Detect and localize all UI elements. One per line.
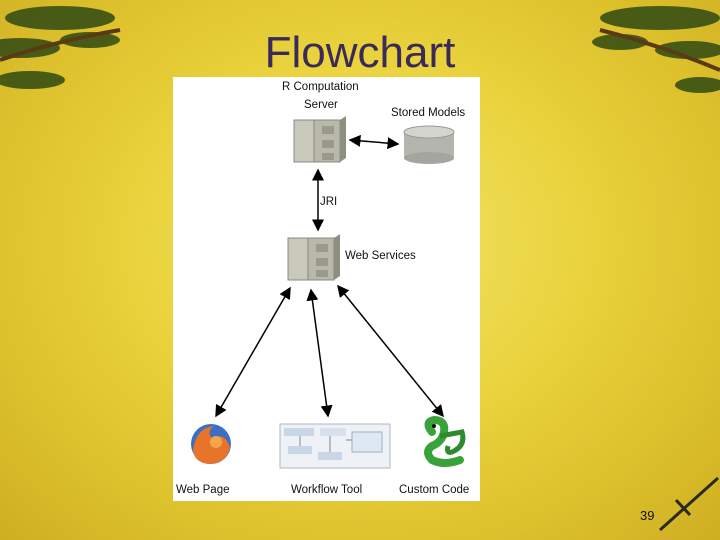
page-number: 39 bbox=[640, 508, 655, 523]
r-server-label-line2: Server bbox=[304, 99, 338, 111]
r-server-icon bbox=[293, 116, 346, 163]
edge-server-to-models bbox=[348, 134, 400, 150]
edge-webservices-to-workflow bbox=[306, 288, 333, 418]
edge-webservices-to-webpage bbox=[215, 286, 291, 418]
stored-models-label: Stored Models bbox=[391, 107, 466, 119]
edge-webservices-to-customcode bbox=[337, 284, 444, 418]
workflow-tool-label: Workflow Tool bbox=[291, 484, 363, 496]
web-services-server-icon bbox=[287, 234, 340, 281]
workflow-screenshot-icon bbox=[279, 423, 391, 469]
python-snake-icon bbox=[424, 415, 466, 467]
slide-title: Flowchart bbox=[264, 28, 456, 77]
web-services-label: Web Services bbox=[345, 250, 416, 262]
web-page-label: Web Page bbox=[176, 484, 230, 496]
r-server-label-line1: R Computation bbox=[282, 81, 359, 93]
jri-edge-label: JRI bbox=[320, 196, 338, 208]
firefox-browser-icon bbox=[191, 424, 231, 464]
custom-code-label: Custom Code bbox=[399, 484, 470, 496]
database-icon bbox=[403, 125, 455, 164]
